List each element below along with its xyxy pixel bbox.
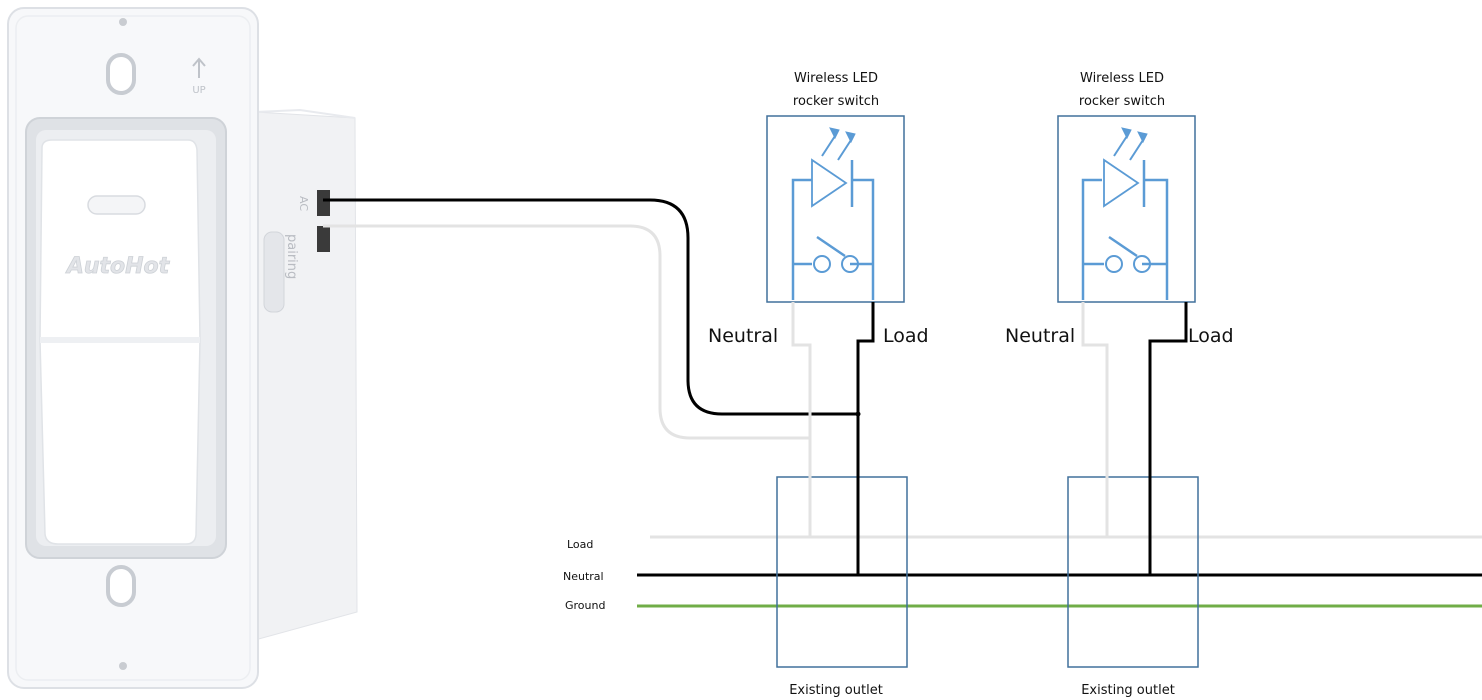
up-arrow-icon bbox=[192, 57, 206, 78]
ac-terminal-top bbox=[317, 190, 330, 216]
switch-title-line2: rocker switch bbox=[793, 94, 879, 109]
bus-lines: Load Neutral Ground bbox=[563, 535, 1482, 612]
led-symbol-icon bbox=[1081, 127, 1169, 300]
pairing-side-label: pairing bbox=[284, 234, 299, 279]
outlet-label: Existing outlet bbox=[789, 683, 883, 698]
product-load-wire bbox=[323, 224, 810, 440]
screw-slot-bottom bbox=[106, 565, 136, 607]
switch-housing-side bbox=[254, 111, 358, 641]
switch-neutral-label: Neutral bbox=[708, 325, 778, 347]
screw-slot-top bbox=[106, 53, 136, 95]
outlet-box bbox=[776, 476, 908, 668]
outlet-label: Existing outlet bbox=[1081, 683, 1175, 698]
product-neutral-wire bbox=[323, 198, 858, 416]
neutral-junction bbox=[855, 411, 861, 417]
outlet-box bbox=[1067, 476, 1199, 668]
switch-box bbox=[1057, 115, 1196, 303]
switch-title-line2: rocker switch bbox=[1079, 94, 1165, 109]
bus-load-label: Load bbox=[567, 538, 593, 551]
led-symbol-icon bbox=[791, 127, 875, 300]
product-wires bbox=[323, 198, 858, 440]
switch-load-label: Load bbox=[1188, 325, 1234, 347]
bus-ground-label: Ground bbox=[565, 599, 605, 612]
wireless-switch-1: Wireless LED rocker switch Neutral Load bbox=[708, 71, 929, 575]
switch-load-label: Load bbox=[883, 325, 929, 347]
switch-title-line1: Wireless LED bbox=[1080, 71, 1164, 86]
switch-neutral-drop bbox=[1081, 302, 1109, 537]
outlet-1: Existing outlet bbox=[776, 476, 908, 698]
switch-neutral-drop bbox=[791, 302, 812, 537]
switch-load-drop bbox=[856, 302, 875, 575]
pairing-button bbox=[263, 231, 285, 313]
ac-terminal-bottom bbox=[317, 226, 330, 252]
bus-neutral-label: Neutral bbox=[563, 570, 604, 583]
up-marker: UP bbox=[192, 85, 205, 96]
switch-load-drop bbox=[1148, 302, 1188, 575]
outlet-2: Existing outlet bbox=[1067, 476, 1199, 698]
wireless-switch-2: Wireless LED rocker switch Neutral Load bbox=[1005, 71, 1234, 575]
switch-product-image: pairing AC UP AutoHot bbox=[7, 7, 358, 689]
switch-title-line1: Wireless LED bbox=[794, 71, 878, 86]
led-indicator bbox=[87, 195, 146, 215]
switch-neutral-label: Neutral bbox=[1005, 325, 1075, 347]
brand-logo: AutoHot bbox=[65, 254, 171, 279]
switch-box bbox=[766, 115, 905, 303]
ac-side-label: AC bbox=[297, 196, 310, 211]
